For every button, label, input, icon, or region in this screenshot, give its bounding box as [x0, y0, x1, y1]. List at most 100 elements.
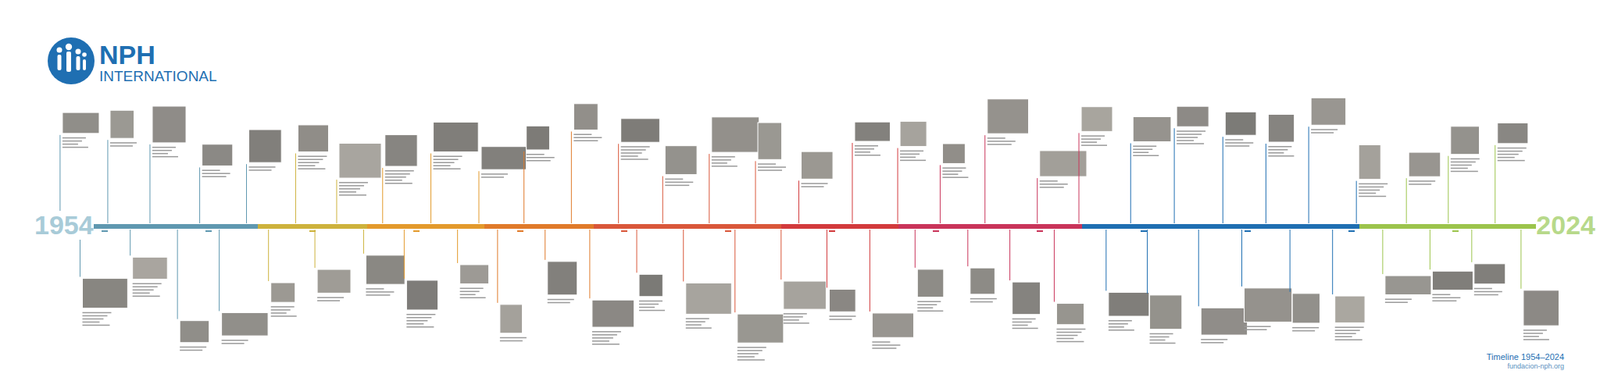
axis-tick [621, 230, 628, 233]
caption-line [62, 140, 83, 143]
caption-line [639, 310, 665, 312]
event-marker [457, 229, 490, 299]
axis-tick [101, 230, 108, 233]
event-stem [967, 229, 968, 267]
caption-line [621, 149, 647, 151]
event-stem [1105, 229, 1107, 291]
caption-line [592, 343, 620, 346]
event-photo [179, 321, 210, 343]
caption-line [783, 313, 808, 315]
caption-line [987, 137, 1006, 140]
caption-line [433, 164, 451, 167]
caption-line [385, 182, 413, 185]
event-marker [219, 229, 268, 345]
event-marker [985, 99, 1029, 224]
event-marker [1308, 97, 1347, 224]
caption-line [433, 155, 463, 158]
event-photo [547, 261, 578, 296]
caption-line [317, 296, 344, 299]
caption-line [221, 342, 245, 345]
caption-line [783, 319, 800, 322]
event-stem [1308, 126, 1310, 224]
event-marker [939, 143, 968, 224]
caption-line [783, 316, 804, 318]
event-marker [1448, 126, 1480, 224]
caption-line [900, 153, 920, 156]
caption-line [1267, 146, 1292, 148]
caption-line [828, 315, 856, 318]
event-photo [917, 269, 944, 298]
caption-line [737, 350, 763, 352]
event-marker [246, 129, 283, 224]
event-stem [869, 229, 871, 312]
end-year: 2024 [1535, 210, 1596, 240]
axis-tick [205, 230, 212, 233]
caption-line [297, 164, 315, 167]
event-photo [828, 289, 856, 312]
caption-line [1039, 186, 1065, 189]
caption-line [385, 173, 411, 175]
caption-line [1497, 160, 1525, 162]
caption-line [621, 158, 649, 161]
event-marker [636, 229, 665, 311]
event-stem [363, 229, 365, 254]
caption-line [621, 152, 643, 154]
event-stem [1078, 132, 1080, 224]
caption-line [110, 142, 137, 144]
caption-line [1335, 329, 1361, 332]
caption-line [406, 317, 432, 319]
caption-line [152, 153, 168, 155]
caption-line [1039, 180, 1058, 183]
caption-line [871, 347, 897, 350]
caption-line [1176, 139, 1194, 142]
caption-line [757, 169, 783, 172]
caption-line [1150, 336, 1170, 339]
caption-line [82, 312, 111, 315]
caption-line [1132, 146, 1157, 148]
caption-line [664, 182, 693, 184]
caption-line [1200, 342, 1224, 344]
caption-line [711, 162, 728, 165]
event-stem [734, 229, 736, 313]
caption-line [202, 169, 221, 172]
caption-line [711, 159, 732, 161]
caption-line [1132, 155, 1159, 158]
caption-line [271, 306, 295, 308]
event-photo [481, 146, 527, 171]
event-marker [268, 229, 297, 318]
logo-text: NPH [99, 40, 156, 70]
event-stem [496, 229, 498, 304]
event-stem [1174, 128, 1175, 224]
caption-line [152, 150, 172, 152]
axis-tick [1348, 230, 1355, 233]
event-photo [801, 151, 834, 179]
caption-line [573, 133, 592, 136]
event-stem [544, 229, 546, 261]
caption-line [1523, 339, 1550, 341]
caption-line [1039, 183, 1068, 186]
event-marker [1106, 229, 1150, 332]
event-stem [218, 229, 220, 311]
caption-line [1056, 335, 1078, 337]
event-photo [526, 125, 550, 150]
caption-line [132, 289, 154, 292]
event-photo [385, 135, 418, 167]
caption-line [1474, 294, 1499, 297]
caption-line [365, 291, 394, 293]
caption-line [664, 178, 683, 181]
caption-line [592, 337, 614, 340]
event-stem [617, 143, 619, 224]
caption-line [547, 302, 571, 304]
event-stem [1289, 229, 1291, 293]
caption-line [339, 182, 368, 184]
axis-tick [1452, 230, 1459, 233]
caption-line [132, 292, 150, 295]
caption-line [871, 344, 900, 347]
caption-line [573, 139, 598, 142]
event-stem [246, 164, 247, 224]
caption-line [854, 151, 871, 154]
caption-line [1335, 339, 1363, 341]
event-stem [1471, 229, 1472, 263]
event-stem [1198, 229, 1200, 307]
logo-figure-body [66, 51, 72, 72]
